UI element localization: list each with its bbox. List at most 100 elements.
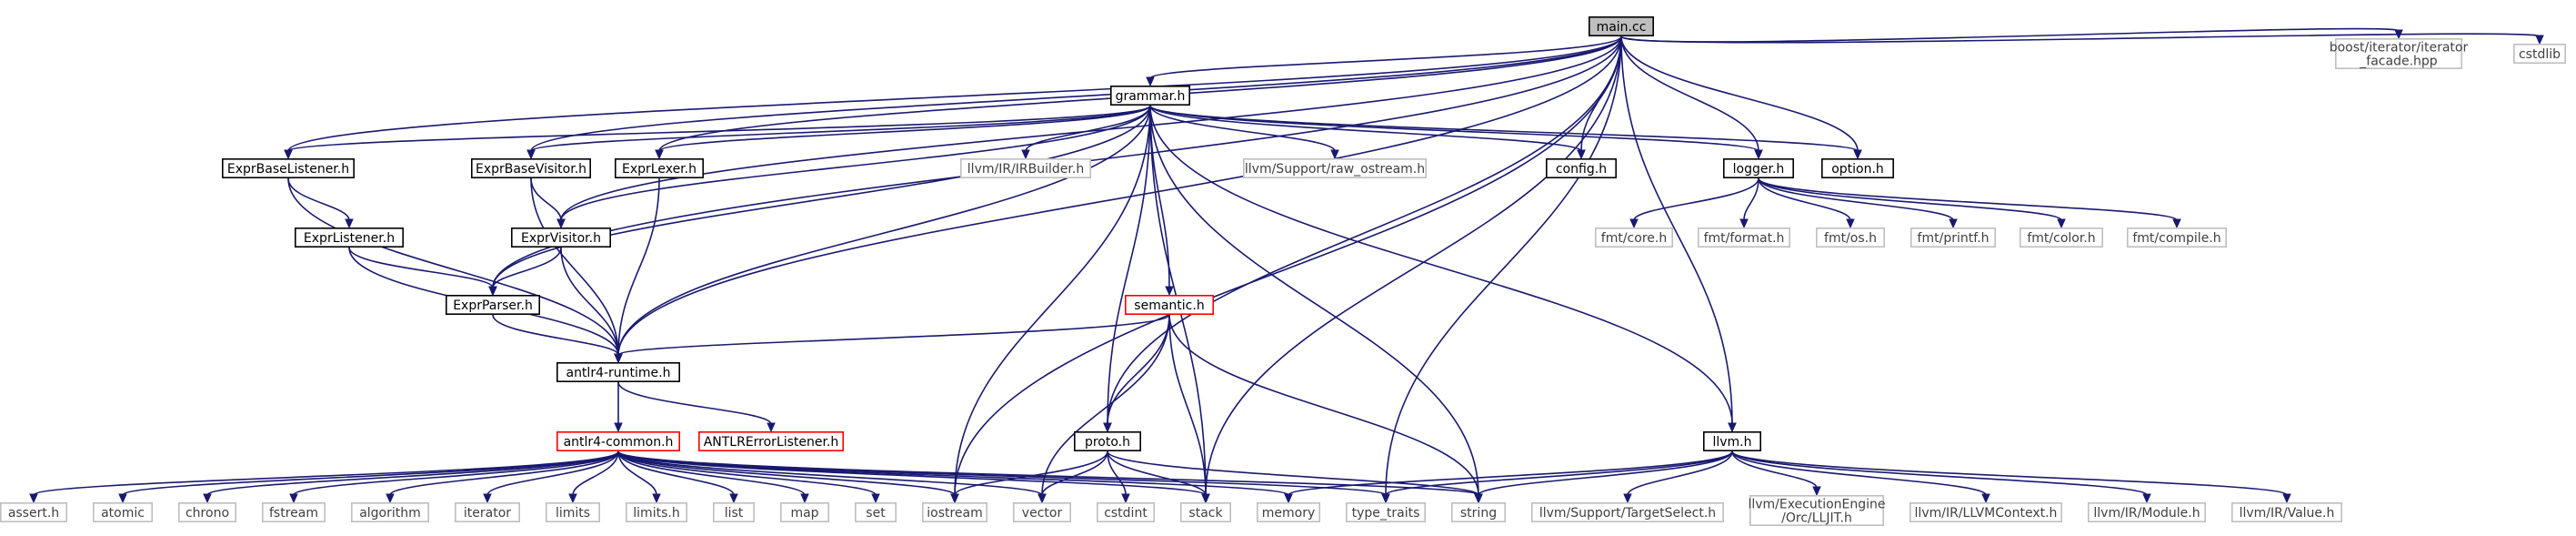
node-label: semantic.h	[1134, 298, 1204, 313]
node-llvmcontext-h[interactable]: llvm/IR/LLVMContext.h	[1909, 501, 2063, 522]
node-label: map	[790, 506, 818, 521]
node-box	[294, 228, 404, 248]
node-box	[1531, 501, 1725, 522]
node-fmt-format[interactable]: fmt/format.h	[1698, 228, 1791, 248]
edge-grammar-h-to-exprbaselistener-h	[284, 105, 1151, 160]
node-antlrerrorlistener-h[interactable]: ANTLRErrorListener.h	[697, 430, 844, 451]
node-irbuilder-h[interactable]: llvm/IR/IRBuilder.h	[960, 158, 1092, 179]
node-box	[445, 294, 540, 315]
node-label: cstdlib	[2519, 47, 2561, 62]
node-limits[interactable]: limits	[545, 501, 600, 522]
node-map[interactable]: map	[779, 501, 829, 522]
node-antlr4-common-h[interactable]: antlr4-common.h	[556, 430, 680, 451]
node-grammar-h[interactable]: grammar.h	[1110, 86, 1191, 106]
node-fstream[interactable]: fstream	[261, 501, 326, 522]
node-set[interactable]: set	[854, 501, 897, 522]
edge-main-cc-to-iostream	[950, 35, 1622, 504]
edge-semantic-h-to-proto-h	[1103, 314, 1170, 433]
edge-exprbaselistener-h-to-antlr4-runtime-h	[287, 177, 623, 364]
node-fmt-core[interactable]: fmt/core.h	[1595, 228, 1674, 248]
edge-llvm-h-to-memory	[1284, 450, 1733, 504]
node-main-cc[interactable]: main.cc	[1589, 15, 1655, 36]
node-box	[1698, 228, 1791, 248]
edge-exprlexer-h-to-antlr4-runtime-h	[614, 177, 660, 364]
node-box	[2231, 501, 2343, 522]
node-lljit-h[interactable]: llvm/ExecutionEngine/Orc/LLJIT.h	[1748, 494, 1886, 526]
node-label: ExprBaseListener.h	[227, 162, 349, 177]
node-exprlexer-h[interactable]: ExprLexer.h	[614, 158, 704, 179]
node-exprlistener-h[interactable]: ExprListener.h	[294, 228, 404, 248]
node-fmt-os[interactable]: fmt/os.h	[1816, 228, 1886, 248]
node-fmt-color[interactable]: fmt/color.h	[2020, 228, 2104, 248]
edge-antlr4-common-h-to-iostream	[617, 450, 959, 504]
node-exprbasevisitor-h[interactable]: ExprBaseVisitor.h	[470, 158, 591, 179]
node-box	[1243, 158, 1428, 179]
node-box	[510, 228, 611, 248]
node-value-h[interactable]: llvm/IR/Value.h	[2231, 501, 2343, 522]
node-box	[350, 501, 429, 522]
edge-llvm-h-to-string	[1474, 450, 1733, 504]
node-exprparser-h[interactable]: ExprParser.h	[445, 294, 540, 315]
node-box	[1013, 501, 1072, 522]
node-algorithm[interactable]: algorithm	[350, 501, 429, 522]
node-exprbaselistener-h[interactable]: ExprBaseListener.h	[222, 158, 355, 179]
node-fmt-printf[interactable]: fmt/printf.h	[1910, 228, 1997, 248]
node-iterator[interactable]: iterator	[454, 501, 520, 522]
node-assert-h[interactable]: assert.h	[0, 501, 68, 522]
node-string[interactable]: string	[1451, 501, 1507, 522]
node-label: antlr4-common.h	[564, 435, 674, 450]
edge-grammar-h-to-exprbasevisitor-h	[526, 105, 1151, 160]
node-config-h[interactable]: config.h	[1546, 158, 1618, 179]
node-fmt-compile[interactable]: fmt/compile.h	[2127, 228, 2228, 248]
node-vector[interactable]: vector	[1013, 501, 1072, 522]
node-label: fmt/os.h	[1824, 231, 1877, 246]
node-label: llvm/Support/TargetSelect.h	[1539, 506, 1716, 521]
edges-layer	[29, 27, 2544, 504]
node-box	[2335, 37, 2463, 70]
node-proto-h[interactable]: proto.h	[1074, 430, 1142, 451]
node-label: ExprListener.h	[304, 231, 395, 246]
node-cstdlib[interactable]: cstdlib	[2513, 43, 2567, 64]
node-semantic-h[interactable]: semantic.h	[1125, 294, 1215, 315]
node-stack[interactable]: stack	[1180, 501, 1232, 522]
node-antlr4-runtime-h[interactable]: antlr4-runtime.h	[556, 361, 680, 382]
edge-grammar-h-to-llvm-h	[1149, 105, 1737, 433]
node-box	[614, 158, 704, 179]
node-chrono[interactable]: chrono	[178, 501, 237, 522]
node-targetselect-h[interactable]: llvm/Support/TargetSelect.h	[1531, 501, 1725, 522]
node-label: stack	[1188, 506, 1223, 521]
edge-antlr4-common-h-to-algorithm	[386, 450, 619, 504]
node-boost-iter[interactable]: boost/iterator/iterator_facade.hpp	[2330, 37, 2469, 70]
edge-antlr4-common-h-to-limits-h	[617, 450, 661, 504]
node-box	[1546, 158, 1618, 179]
node-box	[556, 361, 680, 382]
node-exprvisitor-h[interactable]: ExprVisitor.h	[510, 228, 611, 248]
node-llvm-h[interactable]: llvm.h	[1703, 430, 1762, 451]
node-limits-h[interactable]: limits.h	[625, 501, 687, 522]
node-box	[2020, 228, 2104, 248]
node-module-h[interactable]: llvm/IR/Module.h	[2088, 501, 2207, 522]
edge-proto-h-to-stack	[1107, 450, 1210, 504]
node-memory[interactable]: memory	[1257, 501, 1321, 522]
node-box	[960, 158, 1092, 179]
node-type-traits[interactable]: type_traits	[1346, 501, 1427, 522]
edge-proto-h-to-iostream	[950, 450, 1108, 504]
edge-antlr4-common-h-to-iterator	[483, 450, 619, 504]
node-label: limits	[556, 506, 590, 521]
node-box	[454, 501, 520, 522]
node-label: llvm/IR/LLVMContext.h	[1915, 506, 2058, 521]
node-raw-ostream-h[interactable]: llvm/Support/raw_ostream.h	[1243, 158, 1428, 179]
node-label: config.h	[1556, 162, 1607, 177]
node-cstdint[interactable]: cstdint	[1097, 501, 1156, 522]
node-box	[1723, 158, 1795, 179]
node-box	[0, 501, 68, 522]
node-logger-h[interactable]: logger.h	[1723, 158, 1795, 179]
node-label: cstdint	[1104, 506, 1148, 521]
edge-grammar-h-to-config-h	[1149, 105, 1586, 160]
node-list[interactable]: list	[712, 501, 755, 522]
node-iostream[interactable]: iostream	[921, 501, 987, 522]
node-box	[1909, 501, 2063, 522]
node-label: antlr4-runtime.h	[566, 366, 670, 380]
node-option-h[interactable]: option.h	[1821, 158, 1895, 179]
node-atomic[interactable]: atomic	[93, 501, 154, 522]
